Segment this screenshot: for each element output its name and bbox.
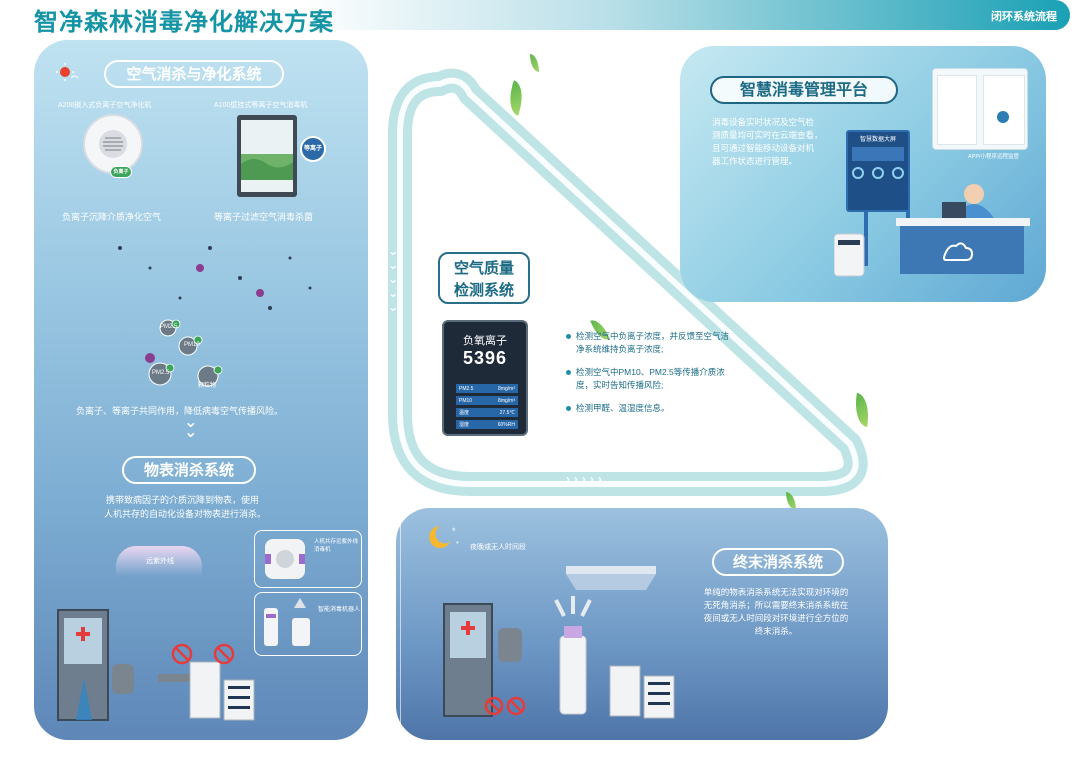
divider [400, 520, 401, 728]
mgmt-title: 智慧消毒管理平台 [710, 76, 898, 104]
moon-icon: * * [429, 526, 459, 548]
device-card-uv [254, 530, 362, 588]
svg-text:*: * [452, 526, 456, 536]
aq-bullet: 检测甲醛、温湿度信息。 [566, 402, 736, 415]
surface-desc-line1: 携带致病因子的介质沉降到物表，使用 [106, 495, 260, 505]
air-summary: 负离子、等离子共同作用，降低病毒空气传播风险。 [76, 406, 284, 416]
pm-label: PM2.5 [160, 324, 178, 330]
screen-title: 智慧数据大屏 [859, 137, 896, 143]
surface-system-title: 物表消杀系统 [122, 456, 256, 484]
sun-icon [56, 63, 79, 81]
particles-illustration [118, 246, 312, 387]
aq-bullet: 检测空气中负离子浓度，并反馈至空气洁净系统维持负离子浓度; [566, 330, 736, 356]
device-left-label: A200嵌入式负离子空气净化机 [58, 102, 152, 109]
loop-down-arrows: ⌄⌄⌄⌄⌄ [388, 244, 399, 314]
svg-text:*: * [456, 541, 459, 548]
app-label: APP/小程序远程监管 [968, 154, 1020, 160]
pm-label: 颗粒物 [198, 383, 217, 389]
device-right-label: A100壁挂式等离子空气消毒机 [214, 102, 308, 109]
room-illustration [57, 609, 255, 721]
air-system-title: 空气消杀与净化系统 [104, 60, 284, 88]
meter-label: 负氧离子 [463, 335, 507, 347]
data-screen: 智慧数据大屏 [846, 130, 910, 212]
header-tag: 闭环系统流程 [991, 11, 1057, 23]
header-band [300, 0, 1070, 30]
loop-right-arrows: ››››› [566, 472, 606, 486]
device2-label: 智能消毒机器人 [318, 607, 361, 613]
meter-value: 5396 [462, 348, 508, 368]
leaf-icon [530, 54, 539, 72]
device1-label: 人机共存远紫外线消毒机 [314, 539, 359, 553]
pm-label: PM10 [184, 342, 200, 348]
night-label: 夜晚或无人时间段 [470, 544, 526, 551]
uv-label: 远紫外线 [146, 558, 174, 565]
aq-bullets: 检测空气中负离子浓度，并反馈至空气洁净系统维持负离子浓度; 检测空气中PM10、… [566, 330, 736, 425]
page-title: 智净森林消毒净化解决方案 [34, 8, 334, 36]
leaf-icon [786, 492, 796, 510]
down-arrows: ⌄⌄ [184, 414, 198, 441]
mgmt-desc: 消毒设备实时状况及空气检 测质量均可实时在云端查看， 且可通过智能移动设备对机 … [712, 117, 823, 166]
device-card-robot [254, 592, 362, 656]
ion-badge: 负离子 [110, 166, 132, 178]
plasma-badge: 等离子 [300, 136, 326, 162]
disinfection-robot-icon [264, 598, 310, 646]
aq-title-line2: 检测系统 [453, 281, 514, 299]
plasma-machine-icon [237, 115, 297, 197]
loop-track [388, 68, 868, 496]
pm-label: PM2.5 [152, 370, 170, 376]
aq-system-title: 空气质量 检测系统 [438, 252, 530, 304]
uv-glow [116, 546, 202, 576]
caption-plasma: 等离子过滤空气消毒杀菌 [214, 212, 314, 222]
surface-desc-line2: 人机共存的自动化设备对物表进行消杀。 [104, 509, 267, 519]
uv-device-icon [265, 539, 305, 579]
aq-title-line1: 空气质量 [453, 259, 514, 277]
terminal-desc: 单纯的物表消杀系统无法实现对环境的 无死角消杀；所以需要终末消杀系统在 夜间或无… [703, 587, 849, 636]
phone-mockup [932, 68, 1028, 150]
terminal-room-illustration [443, 566, 675, 719]
desk-scene [834, 184, 1030, 277]
caption-ion: 负离子沉降介质净化空气 [62, 212, 162, 222]
terminal-title: 终末消杀系统 [712, 548, 844, 576]
aq-bullet: 检测空气中PM10、PM2.5等传播介质浓度，实时告知传播风险; [566, 366, 736, 392]
